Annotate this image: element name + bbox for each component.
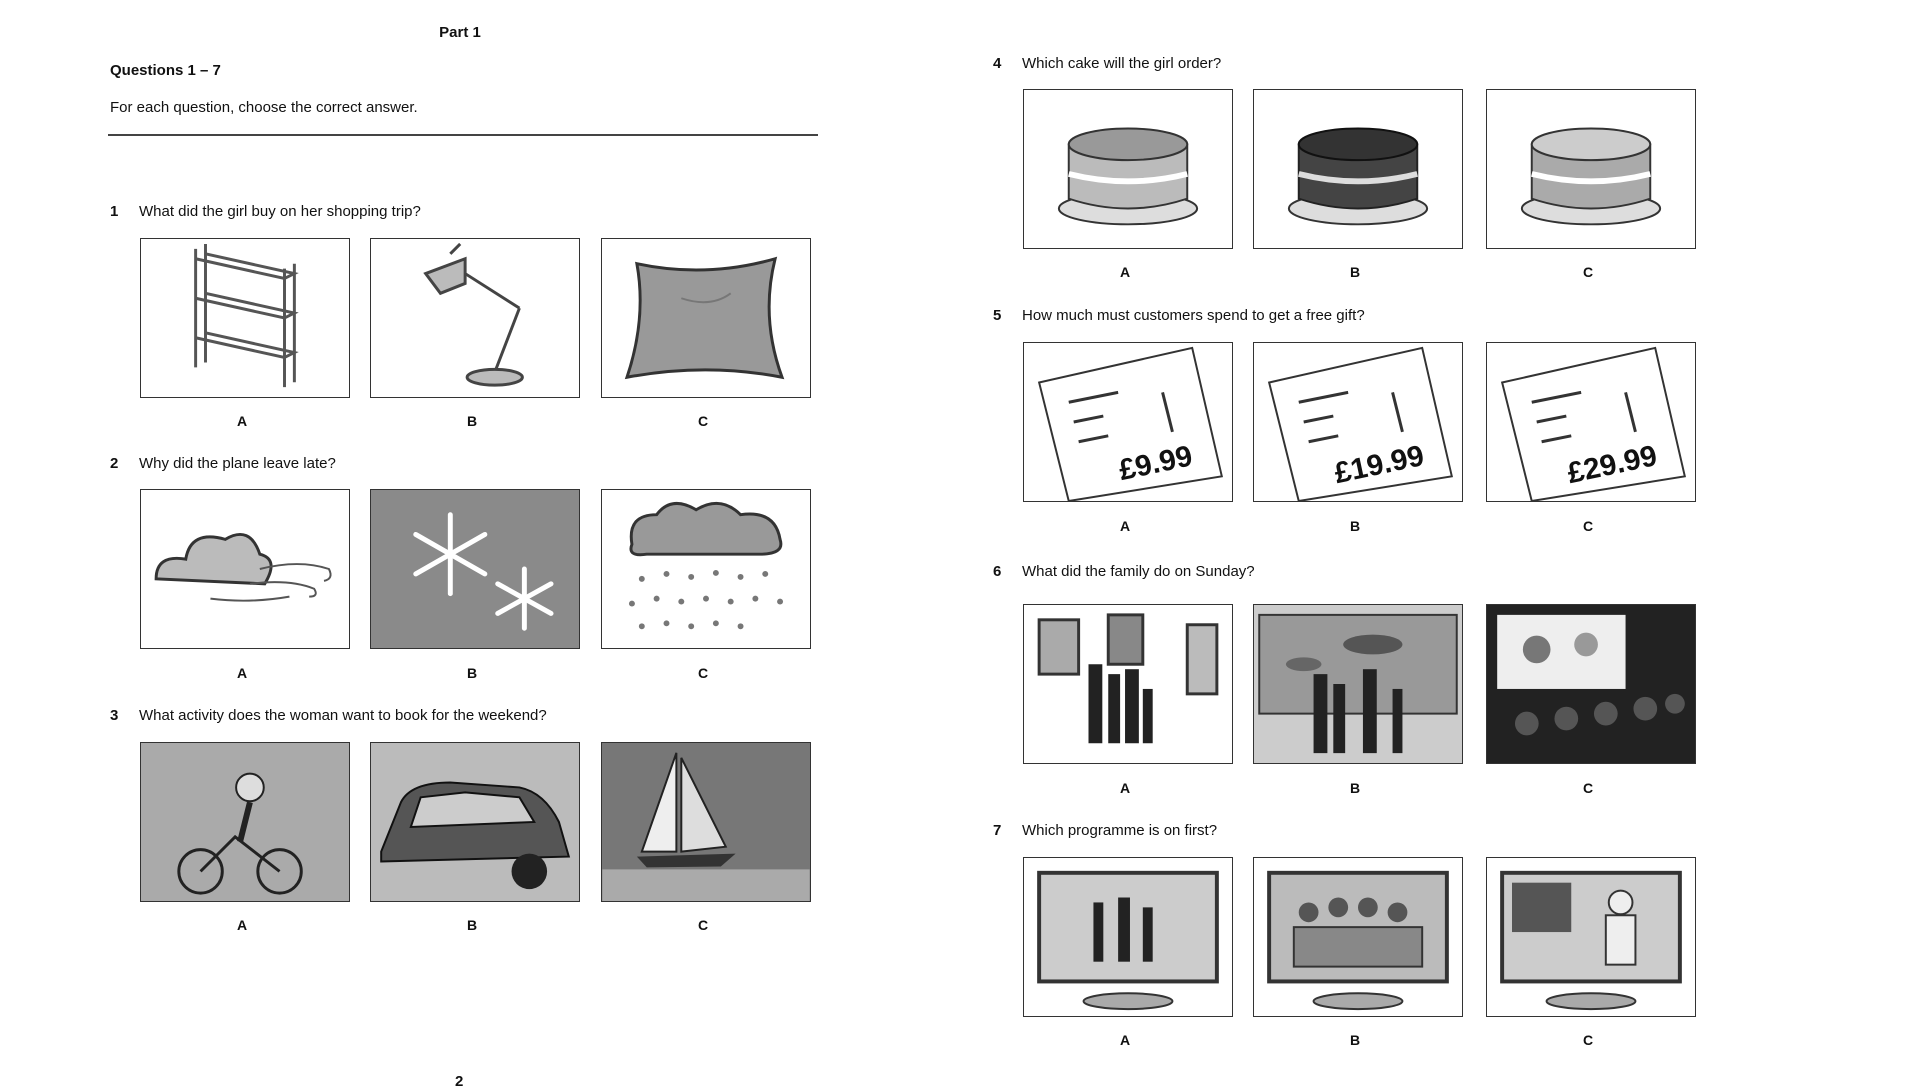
option-c-tv[interactable] xyxy=(1486,857,1696,1017)
question-text: What activity does the woman want to boo… xyxy=(139,707,547,724)
option-label: A xyxy=(1119,1032,1131,1048)
art-gallery-icon xyxy=(1037,613,1219,744)
option-label: B xyxy=(1349,1032,1361,1048)
option-a-cake[interactable] xyxy=(1023,89,1233,249)
shelves-icon xyxy=(194,243,299,388)
receipt-icon: £9.99 xyxy=(1037,346,1224,501)
option-label: A xyxy=(236,413,248,429)
option-a-shelves[interactable] xyxy=(140,238,350,398)
question-number: 7 xyxy=(993,822,1002,839)
question-number: 3 xyxy=(110,707,119,724)
question-text: What did the family do on Sunday? xyxy=(1022,563,1255,580)
receipt-icon: £19.99 xyxy=(1267,346,1454,501)
aquarium-icon xyxy=(1258,613,1458,754)
option-label: C xyxy=(1582,264,1594,280)
instruction-text: For each question, choose the correct an… xyxy=(110,99,418,116)
questions-range: Questions 1 – 7 xyxy=(110,62,221,79)
divider xyxy=(108,134,818,136)
option-b-lamp[interactable] xyxy=(370,238,580,398)
option-label: C xyxy=(697,917,709,933)
option-c-rain[interactable] xyxy=(601,489,811,649)
sailing-icon xyxy=(602,752,810,901)
question-number: 1 xyxy=(110,203,119,220)
question-number: 4 xyxy=(993,55,1002,72)
option-b-driving[interactable] xyxy=(370,742,580,902)
option-label: A xyxy=(236,665,248,681)
question-number: 2 xyxy=(110,455,119,472)
option-c-cake[interactable] xyxy=(1486,89,1696,249)
option-c-sailing[interactable] xyxy=(601,742,811,902)
option-label: B xyxy=(1349,518,1361,534)
option-a-gallery[interactable] xyxy=(1023,604,1233,764)
option-a-cycling[interactable] xyxy=(140,742,350,902)
cushion-icon xyxy=(624,256,785,380)
option-label: C xyxy=(1582,780,1594,796)
driving-car-icon xyxy=(380,781,571,890)
tv-quiz-icon xyxy=(1267,870,1449,1011)
question-text: Why did the plane leave late? xyxy=(139,455,336,472)
question-number: 5 xyxy=(993,307,1002,324)
part-title: Part 1 xyxy=(439,24,481,41)
wind-cloud-icon xyxy=(154,533,332,602)
option-a-tv[interactable] xyxy=(1023,857,1233,1017)
option-c-cinema[interactable] xyxy=(1486,604,1696,764)
cycling-icon xyxy=(177,772,303,895)
option-c-cushion[interactable] xyxy=(601,238,811,398)
tv-dancing-icon xyxy=(1037,870,1219,1011)
option-label: C xyxy=(697,413,709,429)
question-number: 6 xyxy=(993,563,1002,580)
desk-lamp-icon xyxy=(423,242,524,387)
option-label: A xyxy=(1119,264,1131,280)
option-a-receipt[interactable]: £9.99 xyxy=(1023,342,1233,502)
option-a-wind[interactable] xyxy=(140,489,350,649)
strawberry-cake-icon xyxy=(1057,127,1199,226)
tv-cooking-icon xyxy=(1500,870,1682,1011)
option-label: A xyxy=(236,917,248,933)
fruit-tart-icon xyxy=(1520,127,1662,226)
option-label: B xyxy=(466,413,478,429)
question-text: Which programme is on first? xyxy=(1022,822,1218,839)
question-text: How much must customers spend to get a f… xyxy=(1022,307,1365,324)
page-number: 2 xyxy=(455,1073,464,1090)
option-label: A xyxy=(1119,780,1131,796)
option-b-tv[interactable] xyxy=(1253,857,1463,1017)
option-b-aquarium[interactable] xyxy=(1253,604,1463,764)
option-label: A xyxy=(1119,518,1131,534)
option-c-receipt[interactable]: £29.99 xyxy=(1486,342,1696,502)
option-label: B xyxy=(466,917,478,933)
option-label: C xyxy=(1582,518,1594,534)
option-label: B xyxy=(466,665,478,681)
snowflake-icon xyxy=(413,512,554,631)
option-label: C xyxy=(697,665,709,681)
option-b-receipt[interactable]: £19.99 xyxy=(1253,342,1463,502)
cinema-icon xyxy=(1497,614,1685,736)
option-label: C xyxy=(1582,1032,1594,1048)
question-text: What did the girl buy on her shopping tr… xyxy=(139,203,421,220)
option-b-cake[interactable] xyxy=(1253,89,1463,249)
rain-cloud-icon xyxy=(628,502,784,630)
option-label: B xyxy=(1349,780,1361,796)
option-b-snow[interactable] xyxy=(370,489,580,649)
option-label: B xyxy=(1349,264,1361,280)
chocolate-cake-icon xyxy=(1287,127,1429,226)
question-text: Which cake will the girl order? xyxy=(1022,55,1222,72)
receipt-icon: £29.99 xyxy=(1500,346,1687,501)
